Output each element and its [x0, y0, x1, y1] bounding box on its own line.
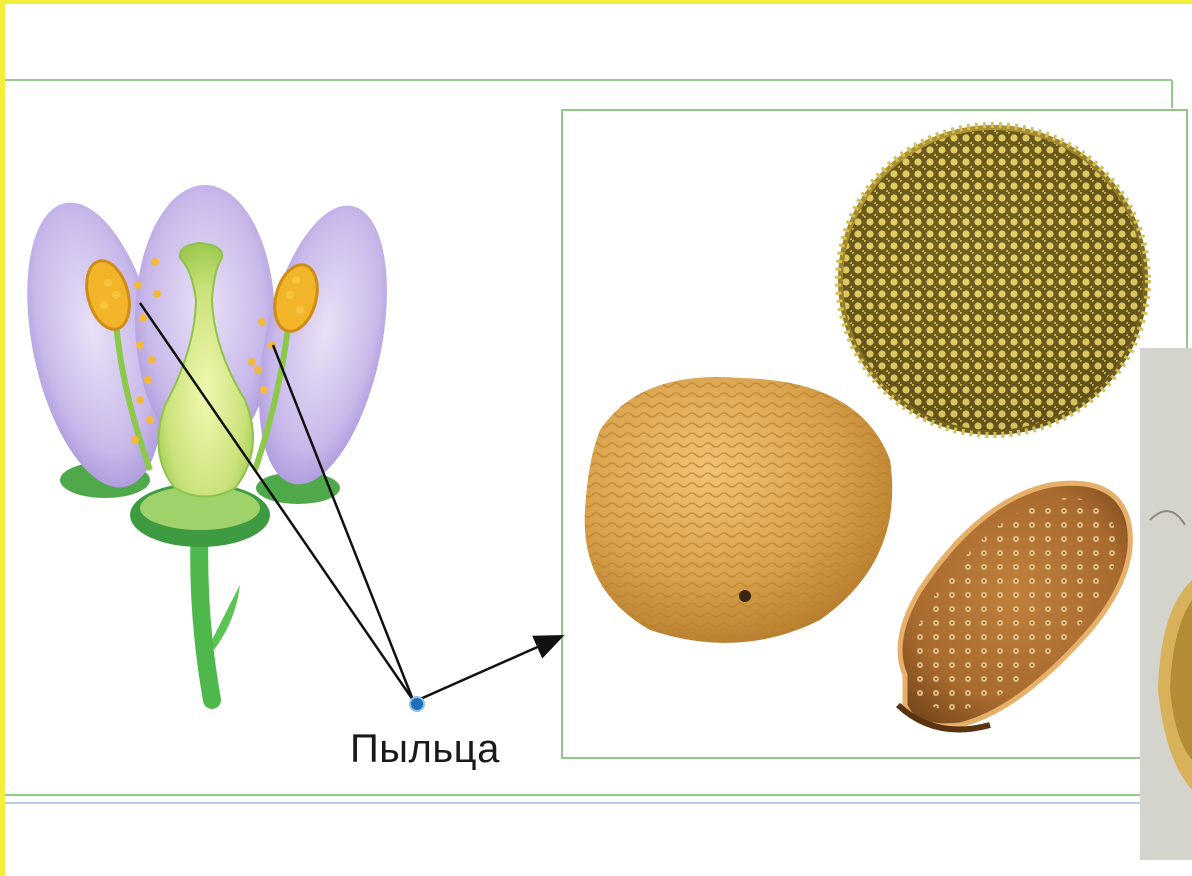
pollen-grain-spiky [838, 125, 1148, 435]
leaf-small [212, 585, 240, 650]
flower-diagram [4, 185, 409, 700]
pollen-label: Пыльца [350, 727, 500, 772]
flower-stem [199, 520, 212, 700]
arrow-to-panel [418, 637, 560, 700]
cropped-photo [1140, 348, 1192, 860]
pointer-node [410, 697, 424, 711]
